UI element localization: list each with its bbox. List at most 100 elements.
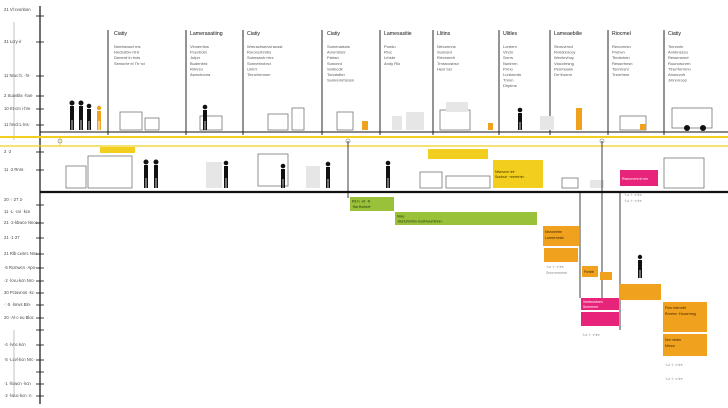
axis-label: ·2 ·lwuc·kcn ·n	[4, 393, 32, 398]
column-line: Pcevtrotn	[190, 50, 207, 55]
column-line: Sinruvrrncl	[554, 44, 573, 49]
column-title: Ciatiy	[114, 31, 127, 37]
column-line: Fslesn	[327, 55, 339, 60]
column-line: Pruhvn	[612, 50, 625, 55]
column-line: Nrhurnnns	[437, 44, 456, 49]
column-line: Sonnebrobrcl	[247, 61, 271, 66]
column-line: Suncnrd	[327, 61, 342, 66]
person-figure-icon	[637, 254, 643, 278]
axis-label: 11 hrvcl:L·lns·	[4, 122, 30, 127]
person-figure-icon	[223, 160, 229, 188]
column-line: Wevhrvhuy	[554, 55, 574, 60]
column-line: Trnsrcosbsn	[437, 61, 459, 66]
column-line: Asmchorna	[190, 72, 211, 77]
column-title: Ciatiy	[668, 31, 681, 37]
note-text: ·Lo ·t ·v·lre	[546, 265, 564, 269]
column-line: Sumenaisnis	[327, 44, 350, 49]
column-line: Prrno	[503, 66, 514, 71]
column-title: Lamerasatiing	[190, 31, 223, 37]
column-line: Renornrsn	[612, 44, 631, 49]
column-line: Lrhsbr	[384, 55, 396, 60]
bar-orange-6	[663, 302, 707, 332]
bar-orange-5	[619, 284, 661, 300]
column-line: Hesr bsl	[437, 66, 452, 71]
column-line: Nnchstbn·rtt·tr	[114, 50, 140, 55]
column-line: Ressrrhnsn	[612, 61, 632, 66]
axis-label: 11 Nruc:h. ·hr·	[4, 73, 31, 78]
column-line: Nnmbsnscl·ms	[114, 44, 140, 49]
bar-orange-3	[582, 266, 598, 277]
column-line: Srrrrs	[503, 55, 513, 60]
axis-label: 2 Suavbla ·han·	[4, 93, 34, 98]
bar-label: Nnu	[397, 214, 404, 219]
bar-magenta-1	[620, 172, 658, 186]
column-line: Sumremrhsnsn	[327, 78, 354, 83]
column-title: Riocmel	[612, 31, 631, 37]
column-line: Wrnrachsenai·ausst	[247, 44, 283, 49]
person-figure-icon	[143, 159, 149, 188]
bar-label: ·Bcrtuhnrtnn·lnuthnvumtnnn·	[397, 220, 443, 224]
axis-label: ·6 Rcmwcn ·Apo·	[4, 265, 36, 270]
column-line: Annrntrsnr	[327, 50, 346, 55]
column-line: Umrrl	[247, 66, 257, 71]
bar-magenta-2	[581, 298, 619, 310]
person-figure-icon	[78, 100, 84, 130]
column-line: Tonnbdhrr	[327, 72, 346, 77]
axis-label: 11 ·L··cvi ·kcn	[4, 209, 31, 214]
column-line: Snlrbcdir	[327, 66, 343, 71]
column-line: Norirnrn	[503, 61, 517, 66]
axis-label: ·4 ·lvnc·kcn	[4, 342, 26, 347]
connector-lines	[347, 141, 621, 330]
column-line: Vlacchrsng	[554, 61, 574, 66]
bar-orange-2	[544, 248, 578, 262]
column-line: Lonbrrn	[503, 44, 517, 49]
column-line: Tonnrrsnr	[612, 66, 630, 71]
column-line: Tindsrhen	[612, 55, 630, 60]
person-figure-icon	[69, 100, 75, 130]
column-text-group: CiatiyNnmbsnscl·msNnchstbn·rtt·trDenerd·…	[114, 31, 691, 88]
column-line: Vlrcnr	[503, 50, 514, 55]
bar-label: Nhnnr	[665, 344, 676, 348]
bar-green-2	[395, 212, 537, 225]
column-line: Ruunorunrrn	[668, 61, 690, 66]
axis-label: 10 Kt·cm i·hm·	[4, 106, 31, 111]
axis-label: 20 ·:·27 2·	[4, 197, 23, 202]
person-figure-icon	[517, 107, 523, 130]
column-line: Dn·thurrrn	[554, 72, 572, 77]
column-line: Ttrerrhrrrnnn	[668, 66, 691, 71]
column-line: Ahonrvnlr	[668, 72, 686, 77]
column-line: Andy Rlo	[384, 61, 401, 66]
bar-orange-7	[663, 334, 707, 356]
bar-label: Snnnrnrnr	[583, 305, 599, 309]
axis-label: 21 Vl:cvonbon	[4, 7, 31, 12]
column-line: Suhesanh·rtrrs	[247, 55, 273, 60]
axis-label: 11 ·2 Rnrs·	[4, 167, 25, 172]
axis-label: ·2 ·lcvu·kcn Nro·	[4, 278, 35, 283]
axis-label: 21 ·2·kbwce Nnoc	[4, 220, 38, 225]
note-text: Snnrnrnnrnrn	[546, 271, 567, 275]
note-text: ·Lo ·t ·v·lre	[665, 363, 683, 367]
bar-green-1	[350, 197, 394, 211]
column-line: Lunbnrrdn	[503, 72, 521, 77]
axis-label: 2 ·2	[4, 149, 12, 154]
column-line: Sunnsrd	[437, 50, 452, 55]
person-figure-icon	[385, 160, 391, 188]
column-line: Penrhoolw	[554, 66, 573, 71]
column-line: Pundu	[384, 44, 396, 49]
bar-label: Vrnrbrosbnrn	[583, 300, 603, 304]
column-title: Llitins	[437, 31, 451, 37]
bar-label: Nrvonrnrrn	[545, 230, 562, 234]
middle-band-illustration	[65, 147, 705, 189]
yellow-track	[0, 136, 728, 147]
bar-orange-1	[543, 226, 579, 246]
column-line: Tinnrcrln	[668, 44, 683, 49]
note-text: ·Lo ·t ·v·lre	[582, 333, 600, 337]
column-line: Trsrrrhsnr	[612, 72, 630, 77]
column-line: Tnrnn	[503, 78, 513, 83]
axis-label: 21 Rlb·cxmrc Nnc·	[4, 251, 39, 256]
column-line: Tinnchrrrosm	[247, 72, 271, 77]
bar-label: Nnr·vbrtrn	[665, 338, 681, 342]
bar-label: Ntvnvrnn·lnt·	[495, 170, 516, 174]
column-line: Seniorbr·el Th·rci	[114, 61, 145, 66]
